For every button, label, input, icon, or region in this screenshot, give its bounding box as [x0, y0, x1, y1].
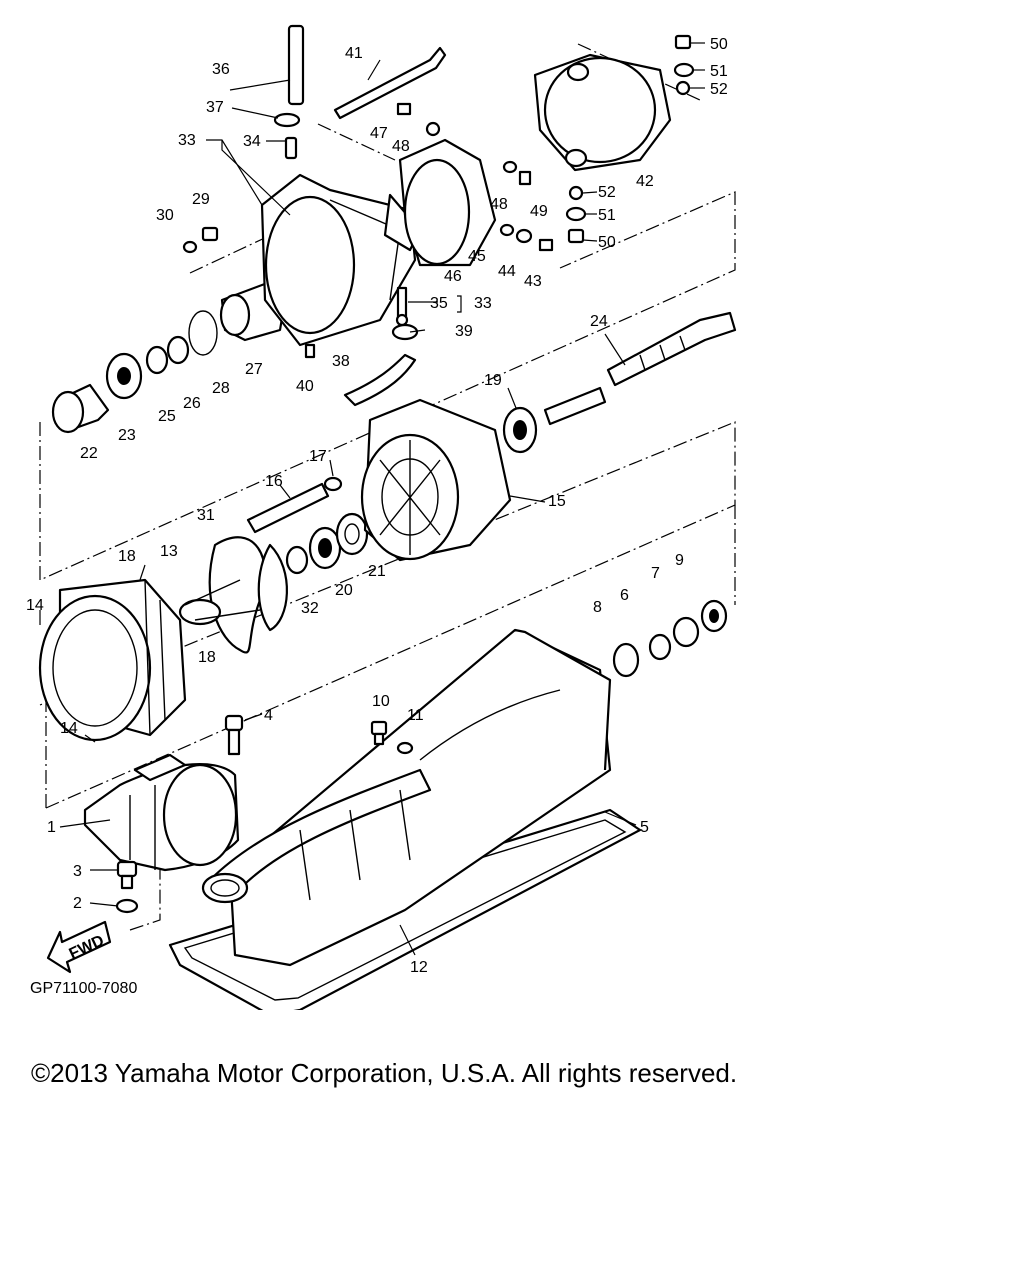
drive-shaft: [502, 311, 737, 454]
callout-51-a: 51: [710, 63, 728, 80]
callout-20: 20: [335, 582, 353, 599]
callout-50-b: 50: [598, 234, 616, 251]
callout-32: 32: [301, 600, 319, 617]
callout-6: 6: [620, 587, 629, 604]
callout-19: 19: [484, 372, 502, 389]
impeller-housing: [38, 578, 187, 742]
callout-36: 36: [212, 61, 230, 78]
callout-52-a: 52: [710, 81, 728, 98]
callout-17: 17: [309, 448, 327, 465]
callout-28: 28: [212, 380, 230, 397]
callout-51-b: 51: [598, 207, 616, 224]
callout-35: 35: [430, 295, 448, 312]
callout-15: 15: [548, 493, 566, 510]
callout-50-a: 50: [710, 36, 728, 53]
pump-casing: [360, 398, 512, 562]
callout-44: 44: [498, 263, 516, 280]
callout-48-b: 48: [490, 196, 508, 213]
callout-16: 16: [265, 473, 283, 490]
callout-7: 7: [651, 565, 660, 582]
callout-42: 42: [636, 173, 654, 190]
callout-21: 21: [368, 563, 386, 580]
callout-43: 43: [524, 273, 542, 290]
callout-40: 40: [296, 378, 314, 395]
callout-23: 23: [118, 427, 136, 444]
callout-24: 24: [590, 313, 608, 330]
callout-1: 1: [47, 819, 56, 836]
callout-4: 4: [264, 707, 273, 724]
callout-41: 41: [345, 45, 363, 62]
callout-47: 47: [370, 125, 388, 142]
callout-33-a: 33: [178, 132, 196, 149]
callout-37: 37: [206, 99, 224, 116]
nozzle-assembly: [83, 753, 240, 872]
leader-lines: [39, 42, 705, 956]
callout-45: 45: [468, 248, 486, 265]
diagram-code: GP71100-7080: [30, 980, 137, 997]
impeller: [178, 536, 289, 654]
fwd-arrow-icon: FWD: [46, 920, 112, 974]
steering-nozzle: [533, 34, 695, 244]
steering-cover: [333, 46, 554, 267]
copyright-notice: ©2013 Yamaha Motor Corporation, U.S.A. A…: [31, 1058, 738, 1088]
callout-26: 26: [183, 395, 201, 412]
callout-2: 2: [73, 895, 82, 912]
lower-fasteners: [115, 714, 414, 914]
callout-18-a: 18: [118, 548, 136, 565]
callout-3: 3: [73, 863, 82, 880]
pump-housing-duct: [168, 628, 642, 1010]
callout-9: 9: [675, 552, 684, 569]
callout-12: 12: [410, 959, 428, 976]
callout-25: 25: [158, 408, 176, 425]
callout-10: 10: [372, 693, 390, 710]
callout-27: 27: [245, 361, 263, 378]
callout-22: 22: [80, 445, 98, 462]
callout-13: 13: [160, 543, 178, 560]
callout-5: 5: [640, 819, 649, 836]
callout-31: 31: [197, 507, 215, 524]
shaft-bearings: [246, 476, 369, 575]
callout-33-b: 33: [474, 295, 492, 312]
callout-46: 46: [444, 268, 462, 285]
callout-49: 49: [530, 203, 548, 220]
callout-48-a: 48: [392, 138, 410, 155]
jet-pump-exploded-diagram: FWD 1 2 3 4 5 6 7 8 9 10 11 12 13 14 14 …: [26, 24, 737, 1010]
pump-body: [260, 173, 422, 347]
callout-labels: 1 2 3 4 5 6 7 8 9 10 11 12 13 14 14 15 1…: [26, 36, 728, 997]
callout-34: 34: [243, 133, 261, 150]
upper-small-parts: [182, 24, 419, 407]
callout-39: 39: [455, 323, 473, 340]
bracket-35-33: [457, 295, 462, 313]
callout-30: 30: [156, 207, 174, 224]
callout-11: 11: [407, 707, 424, 724]
callout-29: 29: [192, 191, 210, 208]
callout-8: 8: [593, 599, 602, 616]
right-bearing-parts: [612, 599, 728, 678]
callout-14-a: 14: [26, 597, 44, 614]
callout-52-b: 52: [598, 184, 616, 201]
callout-18-b: 18: [198, 649, 216, 666]
callout-38: 38: [332, 353, 350, 370]
callout-14-b: 14: [60, 720, 78, 737]
